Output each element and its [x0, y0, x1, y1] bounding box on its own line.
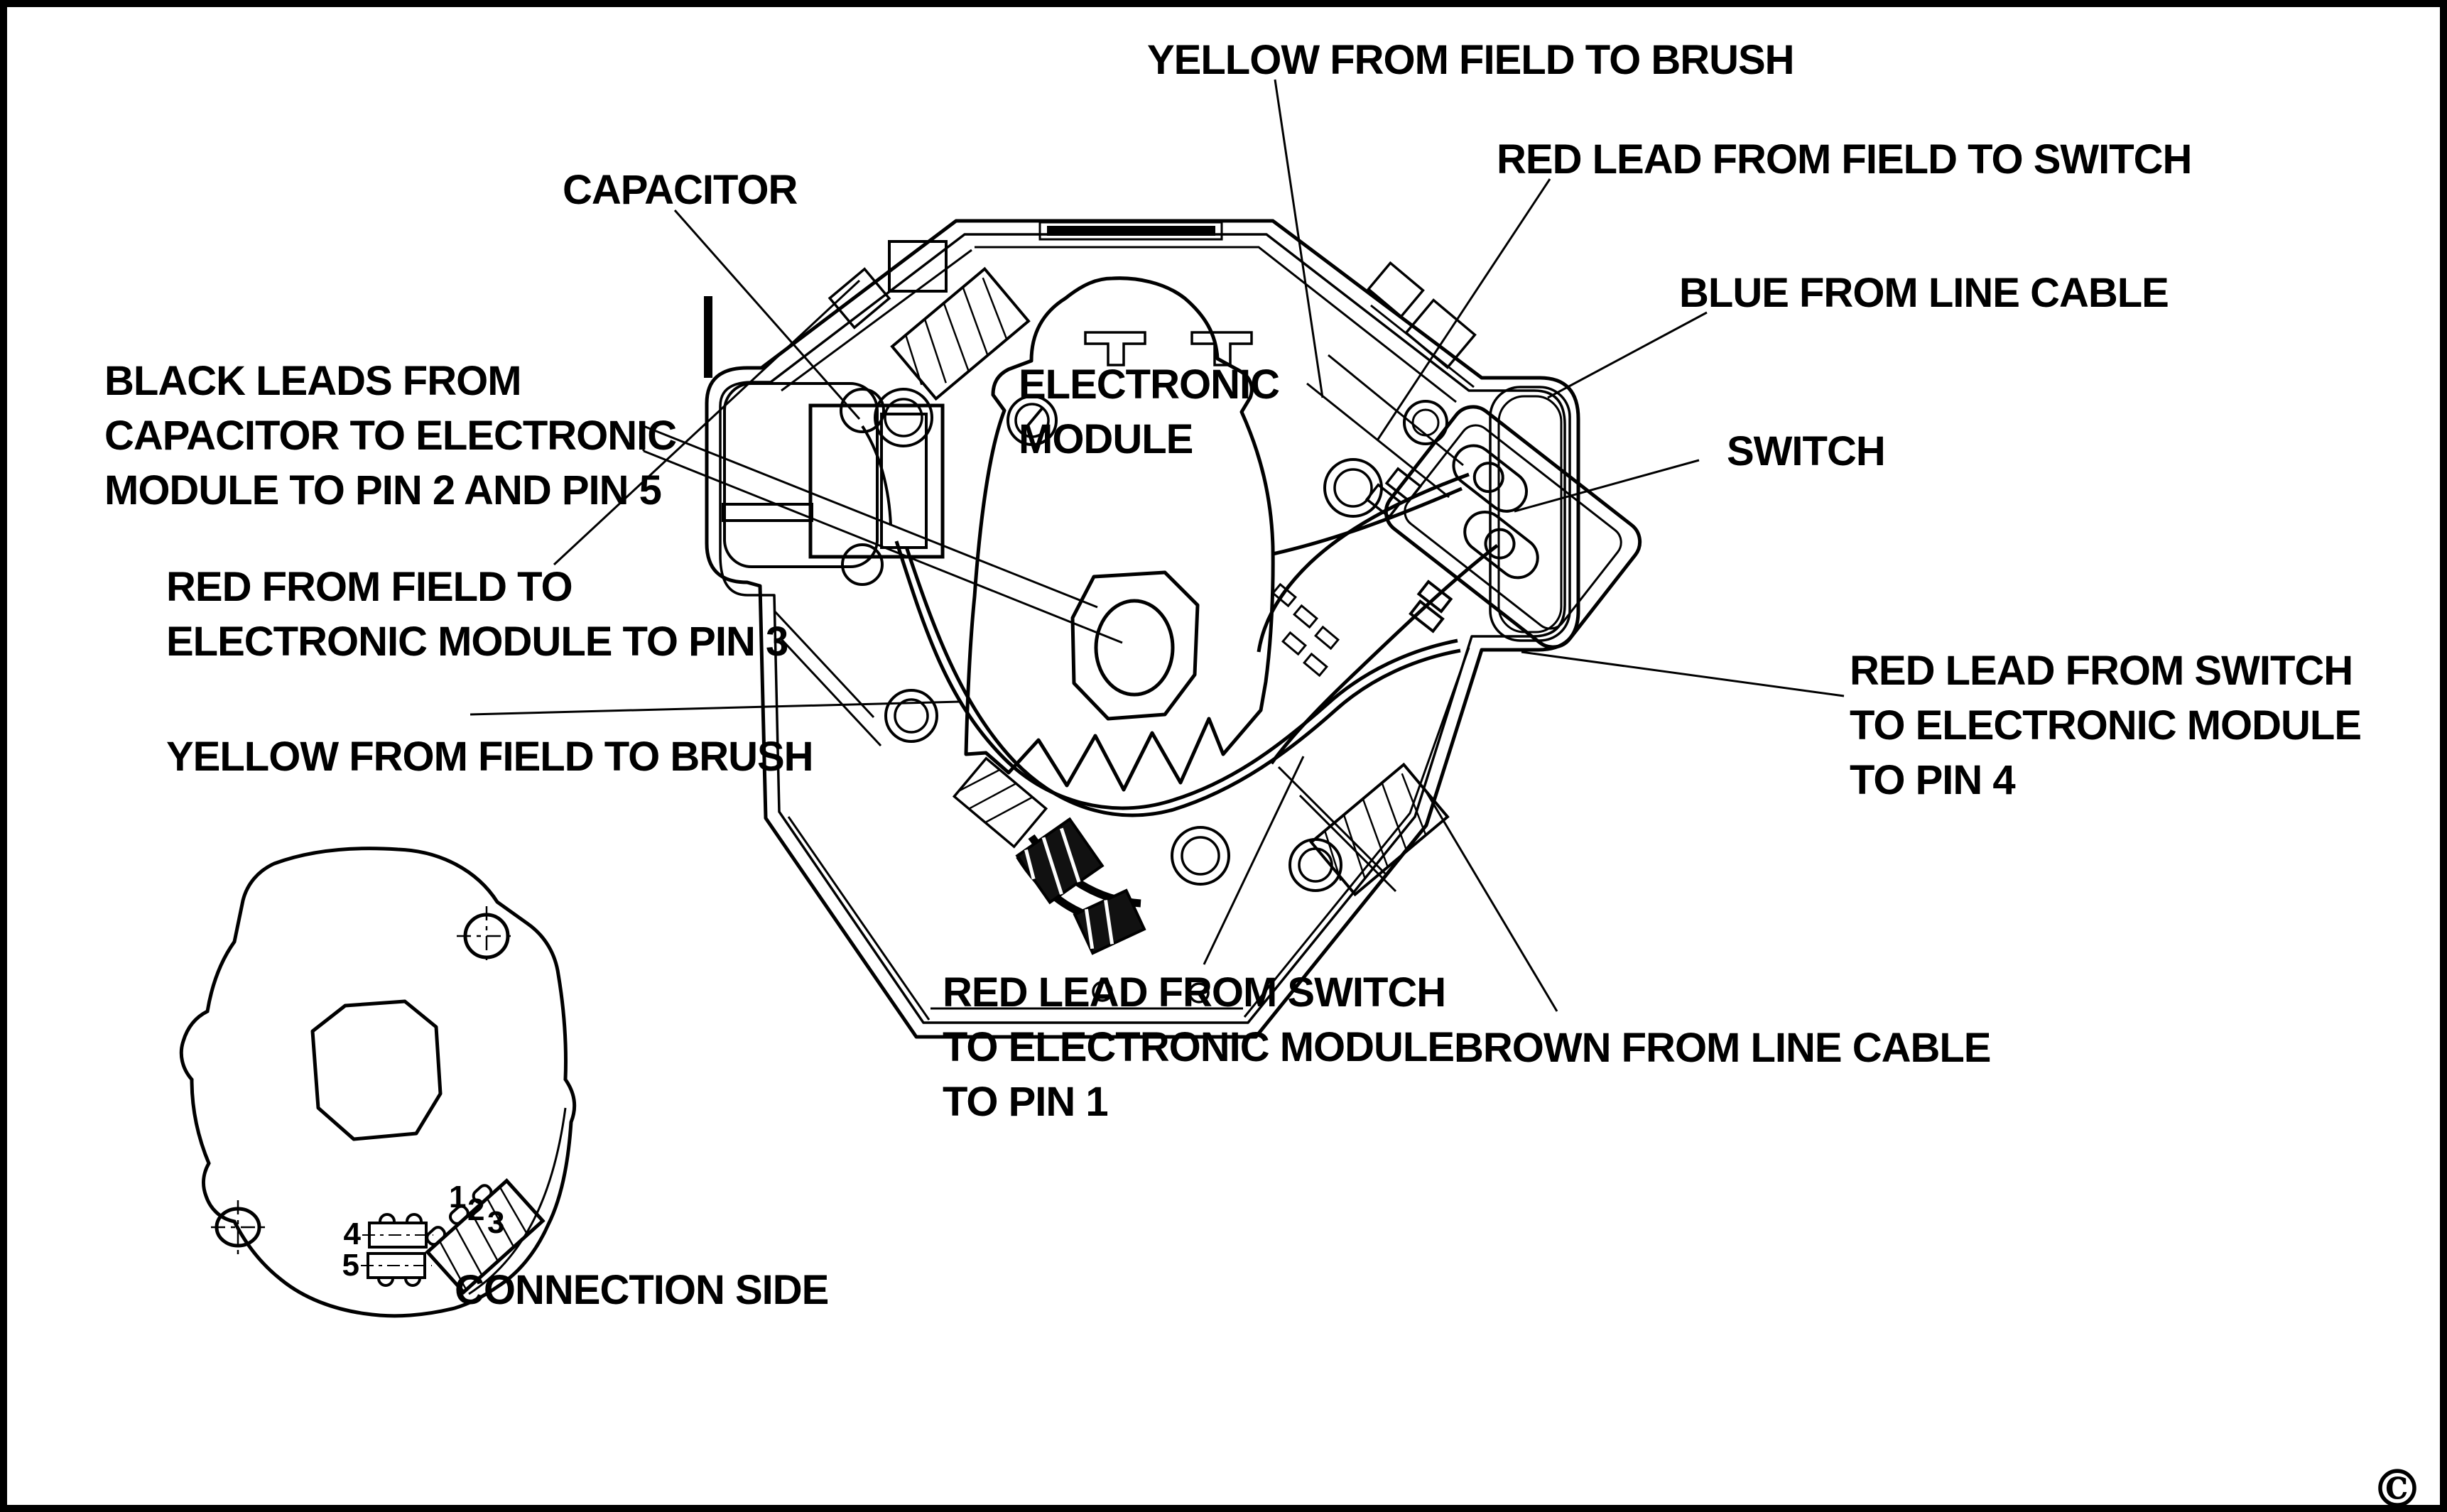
leader-blue-line: [1547, 311, 1708, 399]
copyright-symbol: ©: [2371, 1459, 2424, 1512]
connector-leader-curve: [468, 1107, 567, 1295]
leader-switch: [1514, 459, 1700, 513]
label-red-switch-pin4-line3: TO PIN 4: [1850, 757, 2015, 803]
capacitor-bay-boss: [841, 543, 884, 586]
leader-yellow-left: [470, 700, 961, 716]
electronic-module-body: [964, 276, 1275, 792]
leader-brown-line: [1423, 788, 1558, 1012]
module-connection-side-view: 1 2 3 4 5: [179, 847, 577, 1318]
leader-red-field-pin3: [553, 279, 861, 566]
module-center-bore: [1094, 599, 1175, 697]
label-black-leads-block: BLACK LEADS FROM CAPACITOR TO ELECTRONIC…: [104, 358, 677, 513]
label-connection-side: CONNECTION SIDE: [455, 1267, 828, 1313]
pin-number-5: 5: [342, 1248, 359, 1283]
leader-red-field-switch: [1376, 178, 1551, 441]
label-capacitor: CAPACITOR: [563, 167, 798, 213]
connector-pin-5: [361, 1252, 432, 1287]
module-plate-outline: [179, 847, 577, 1318]
label-electronic-module-line2: MODULE: [1019, 416, 1193, 462]
top-vent-slot: [1047, 226, 1215, 236]
left-edge-rib: [704, 296, 712, 378]
lead-connector-block: [1015, 817, 1105, 905]
label-red-switch-pin1-line1: RED LEAD FROM SWITCH: [943, 969, 1445, 1016]
label-red-switch-pin1-block: RED LEAD FROM SWITCH TO ELECTRONIC MODUL…: [943, 969, 1455, 1125]
screw-hole-icon: [457, 906, 516, 966]
label-switch: SWITCH: [1727, 428, 1885, 474]
housing-outer-outline: [705, 219, 1580, 1039]
module-clip-bracket: [1084, 331, 1253, 366]
capacitor-bay-outline: [723, 382, 879, 568]
pin-number-4: 4: [344, 1217, 362, 1251]
label-red-field-pin3-line2: ELECTRONIC MODULE TO PIN 3: [166, 619, 788, 665]
module-center-hole: [1070, 570, 1200, 721]
lead-connector-block: [1073, 888, 1146, 955]
pin-number-3: 3: [487, 1205, 504, 1240]
brush-holder-lower-left: [952, 756, 1048, 849]
lead-wires: [861, 425, 1499, 928]
brush-holder-lower-right: [1309, 762, 1450, 897]
label-yellow-from-field-to-brush-left: YELLOW FROM FIELD TO BRUSH: [166, 734, 813, 780]
connector-pins-123: [425, 1178, 546, 1295]
label-black-leads-line1: BLACK LEADS FROM: [104, 358, 521, 404]
label-blue-from-line-cable: BLUE FROM LINE CABLE: [1679, 270, 2169, 316]
leader-red-switch-pin4: [1521, 651, 1845, 697]
module-plate-center-hole: [310, 999, 443, 1141]
label-yellow-from-field-to-brush-top: YELLOW FROM FIELD TO BRUSH: [1147, 37, 1794, 83]
label-red-switch-pin1-line3: TO PIN 1: [943, 1079, 1108, 1125]
housing-inner-outline: [719, 233, 1566, 1024]
label-red-switch-pin4-block: RED LEAD FROM SWITCH TO ELECTRONIC MODUL…: [1850, 648, 2362, 803]
switch-terminals: [1409, 580, 1453, 633]
label-red-from-field-pin3-block: RED FROM FIELD TO ELECTRONIC MODULE TO P…: [166, 564, 788, 665]
housing-detail-block: [1404, 298, 1477, 369]
capacitor-inner-face: [880, 413, 928, 549]
label-electronic-module: ELECTRONIC MODULE: [1019, 361, 1280, 462]
field-terminal-tab: [888, 240, 948, 293]
label-electronic-module-line1: ELECTRONIC: [1019, 361, 1279, 408]
capacitor-bay-boss: [840, 388, 885, 433]
connector-pin-4: [362, 1213, 433, 1249]
housing-detail-block: [1367, 261, 1425, 319]
switch-bay-inner-outline: [1497, 395, 1563, 633]
label-black-leads-line3: MODULE TO PIN 2 AND PIN 5: [104, 467, 661, 513]
label-black-leads-line2: CAPACITOR TO ELECTRONIC: [104, 413, 676, 459]
pin-number-1: 1: [449, 1180, 466, 1214]
field-terminal-tab: [828, 267, 891, 330]
label-red-field-pin3-line1: RED FROM FIELD TO: [166, 564, 573, 610]
leader-lines: [470, 79, 1845, 1012]
label-red-switch-pin4-line2: TO ELECTRONIC MODULE: [1850, 702, 2361, 749]
screw-bosses: [874, 388, 1448, 1004]
label-red-switch-pin4-line1: RED LEAD FROM SWITCH: [1850, 648, 2353, 694]
leader-yellow-top: [1274, 79, 1324, 398]
leader-black-leads-fork: [642, 425, 1123, 644]
callout-labels: YELLOW FROM FIELD TO BRUSH RED LEAD FROM…: [104, 37, 2362, 1313]
module-pin-terminals: [1271, 582, 1340, 678]
switch-body: [1364, 405, 1642, 649]
housing-offset-lines: [781, 246, 1470, 1021]
pin-number-2: 2: [467, 1192, 484, 1227]
top-vent-slot-outline: [1038, 221, 1223, 241]
motor-housing-drawing: [704, 219, 1642, 1039]
brush-holder-upper-left: [890, 266, 1031, 401]
label-brown-from-line-cable: BROWN FROM LINE CABLE: [1454, 1025, 1991, 1071]
screw-slot-icon: [1020, 406, 1044, 435]
label-red-switch-pin1-line2: TO ELECTRONIC MODULE: [943, 1024, 1454, 1070]
leader-capacitor: [673, 210, 861, 420]
label-red-lead-from-field-to-switch: RED LEAD FROM FIELD TO SWITCH: [1497, 136, 2191, 183]
screw-hole-icon: [211, 1200, 265, 1254]
leader-red-switch-pin1: [1203, 756, 1305, 965]
